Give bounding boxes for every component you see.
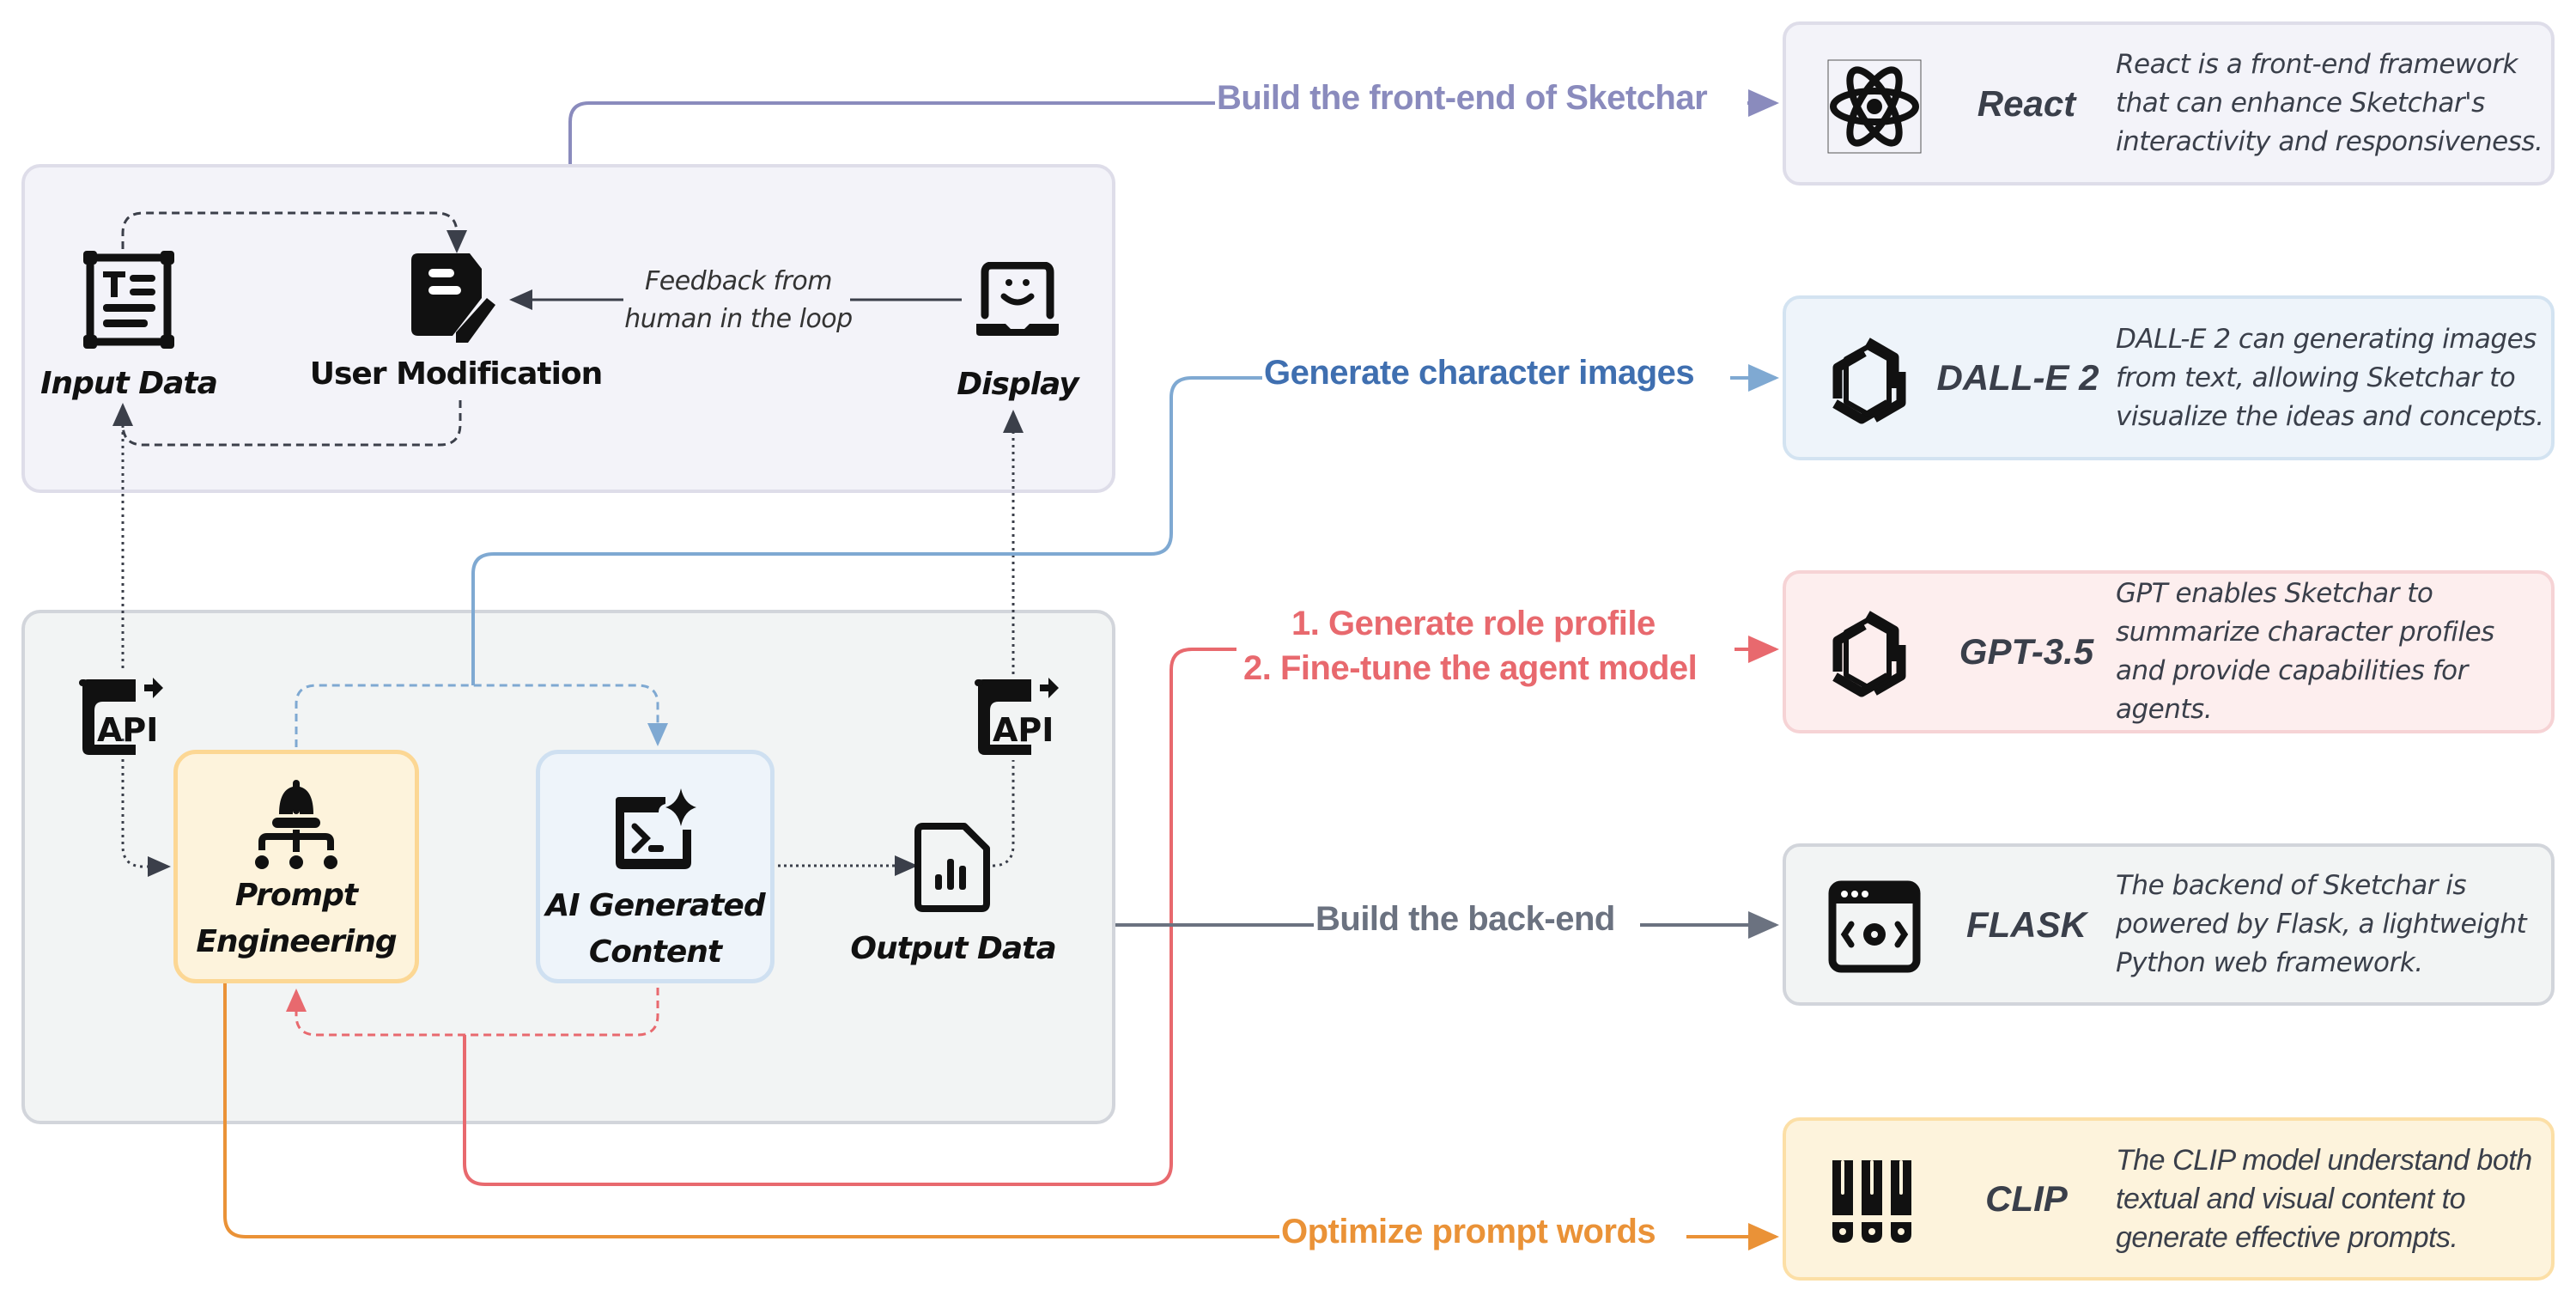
laptop-smile-icon bbox=[976, 262, 1059, 336]
prompt-to-ai-loop bbox=[295, 684, 668, 747]
prompt-engineering-node[interactable]: Prompt Engineering bbox=[173, 750, 419, 983]
api-to-prompt-line bbox=[121, 739, 171, 877]
api-icon: API bbox=[975, 678, 1059, 755]
card-react-name: React bbox=[1977, 82, 2076, 124]
feedback-label: Feedback from human in the loop bbox=[618, 263, 859, 338]
card-gpt-desc: GPT enables Sketchar to summarize charac… bbox=[2116, 578, 2494, 725]
terminal-sparkle-icon bbox=[616, 788, 696, 869]
modification-to-input-loop bbox=[112, 400, 462, 447]
output-data-label: Output Data bbox=[850, 931, 1056, 966]
card-gpt[interactable]: GPT-3.5 GPT enables Sketchar to summariz… bbox=[1783, 570, 2555, 733]
prompt-engineering-line-1: Prompt bbox=[234, 878, 358, 913]
clip-model-icon bbox=[1832, 1160, 1911, 1243]
browser-code-icon bbox=[1828, 880, 1921, 973]
card-react-desc: React is a front-end framework that can … bbox=[2116, 49, 2543, 157]
card-flask-name: FLASK bbox=[1966, 903, 2087, 945]
input-to-modification-loop bbox=[121, 211, 467, 253]
svg-text:API: API bbox=[993, 711, 1054, 749]
input-data-label: Input Data bbox=[40, 366, 218, 401]
card-clip[interactable]: CLIP The CLIP model understand both text… bbox=[1783, 1117, 2555, 1281]
ai-generated-content-node[interactable]: AI Generated Content bbox=[536, 750, 775, 983]
card-dalle[interactable]: DALL-E 2 DALL-E 2 can generating images … bbox=[1783, 295, 2555, 460]
frontend-edge-label: Build the front-end of Sketchar bbox=[1215, 79, 1710, 118]
feedback-line-2: human in the loop bbox=[624, 304, 853, 334]
card-dalle-desc: DALL-E 2 can generating images from text… bbox=[2116, 323, 2544, 432]
display-node[interactable]: Display bbox=[932, 262, 1103, 402]
card-flask[interactable]: FLASK The backend of Sketchar is powered… bbox=[1783, 843, 2555, 1006]
hierarchy-icon bbox=[255, 780, 337, 869]
card-clip-desc: The CLIP model understand both textual a… bbox=[2116, 1143, 2532, 1254]
images-connector bbox=[471, 378, 1776, 685]
gpt-connector bbox=[463, 649, 1776, 1186]
prompt-engineering-line-2: Engineering bbox=[196, 924, 397, 959]
input-data-node[interactable]: Input Data bbox=[40, 249, 218, 401]
ai-generated-line-1: AI Generated bbox=[545, 888, 765, 923]
user-interaction-panel bbox=[21, 164, 1115, 493]
images-edge-label: Generate character images bbox=[1262, 354, 1697, 392]
card-gpt-name: GPT-3.5 bbox=[1959, 631, 2094, 672]
text-document-icon bbox=[83, 251, 174, 349]
openai-icon bbox=[1832, 338, 1906, 424]
ai-generated-line-2: Content bbox=[588, 934, 722, 970]
output-data-node[interactable]: Output Data bbox=[850, 823, 1057, 966]
edit-document-icon bbox=[411, 253, 495, 343]
react-atom-icon bbox=[1827, 59, 1922, 154]
user-modification-label: User Modification bbox=[309, 356, 604, 392]
card-flask-desc: The backend of Sketchar is powered by Fl… bbox=[2116, 870, 2527, 978]
feedback-line-1: Feedback from bbox=[644, 266, 833, 296]
prompt-connector bbox=[223, 983, 1776, 1237]
ai-to-prompt-loop bbox=[286, 988, 659, 1037]
prompt-edge-label: Optimize prompt words bbox=[1279, 1213, 1658, 1251]
gpt-edge-label-2: 2. Fine-tune the agent model bbox=[1242, 649, 1699, 688]
card-clip-name: CLIP bbox=[1985, 1178, 2068, 1219]
display-label: Display bbox=[957, 367, 1078, 402]
openai-icon bbox=[1832, 611, 1906, 697]
card-dalle-name: DALL-E 2 bbox=[1936, 357, 2099, 398]
svg-text:API: API bbox=[97, 711, 158, 749]
frontend-connector bbox=[568, 103, 1776, 164]
gpt-edge-label-1: 1. Generate role profile bbox=[1291, 605, 1656, 642]
card-react[interactable]: React React is a front-end framework tha… bbox=[1783, 21, 2555, 186]
backend-edge-label: Build the back-end bbox=[1314, 900, 1617, 939]
user-modification-node[interactable]: User Modification bbox=[310, 253, 603, 392]
chart-file-icon bbox=[914, 823, 990, 912]
api-icon: API bbox=[79, 678, 163, 755]
